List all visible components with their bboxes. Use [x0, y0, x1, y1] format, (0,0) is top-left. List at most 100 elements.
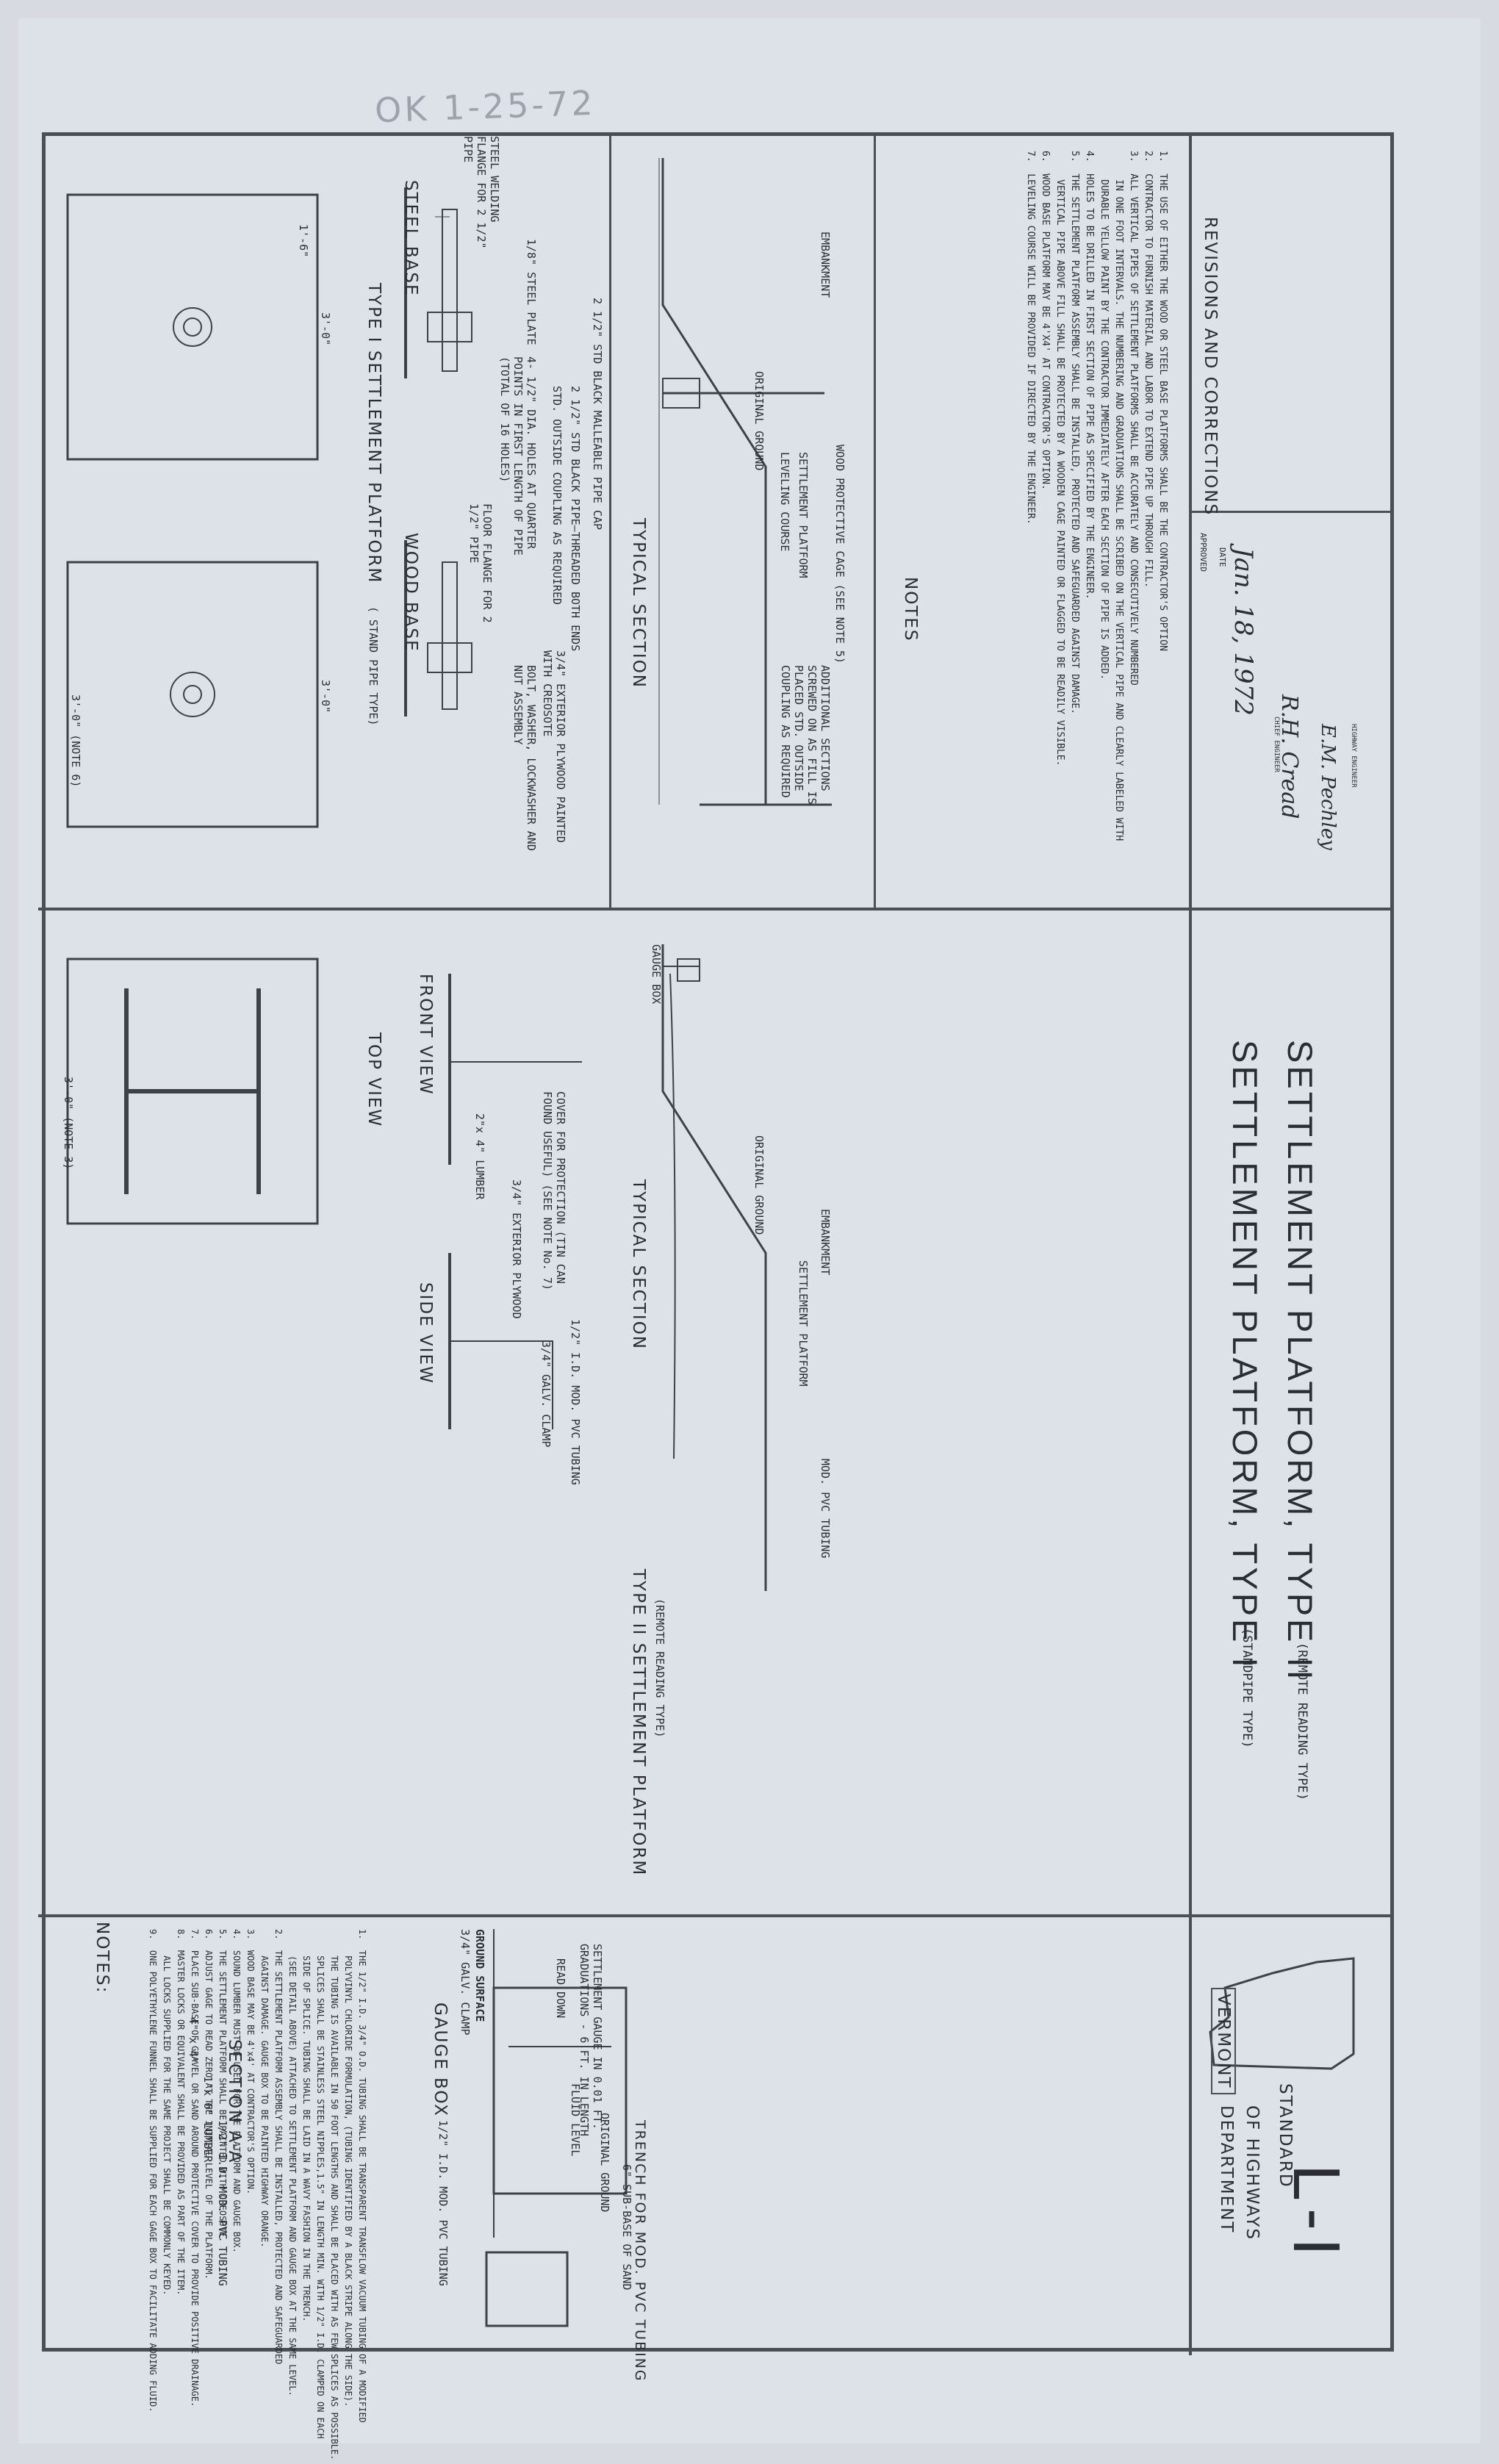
sheet-id: L-I: [1279, 2164, 1353, 2264]
t1-cap: 2 1/2" STD BLACK MALLEABLE PIPE CAP: [591, 298, 604, 531]
divider-approval: [1192, 511, 1390, 513]
role-chief: CHIEF ENGINEER: [1273, 716, 1280, 772]
plan-dim: 1'-6": [297, 224, 310, 258]
t2-lumber: 2"x 4" LUMBER: [473, 1113, 486, 1200]
type2-front-view-drawing: [448, 974, 582, 1429]
trench-sand: 6" SUB-BASE OF SAND: [620, 2164, 633, 2291]
trench-title: TRENCH FOR MOD. PVC TUBING: [632, 2120, 648, 2382]
saa-lumber: 4" x 4": [187, 2017, 200, 2064]
signature-2: E.M. Pechley: [1317, 724, 1339, 850]
vermont-map-icon: [1209, 1957, 1355, 2070]
notes1-title: NOTES: [901, 577, 920, 642]
side-view-label: SIDE VIEW: [416, 1282, 435, 1384]
ts1-cage: WOOD PROTECTIVE CAGE (SEE NOTE 5): [833, 445, 846, 664]
ts2-tubing: MOD. PVC TUBING: [819, 1459, 832, 1559]
note2-item: 7. PLACE SUB-BASE OF GRAVEL OR SAND AROU…: [190, 1929, 200, 2407]
ts1-platform: SETTLEMENT PLATFORM: [797, 452, 810, 578]
gauge-box-drawing: [485, 1929, 628, 2327]
ts1-ground: ORIGINAL GROUND: [752, 371, 766, 471]
note1-item: VERTICAL PIPE ABOVE FILL SHALL BE PROTEC…: [1054, 151, 1065, 766]
agency-state: VERMONT: [1211, 1988, 1236, 2095]
plan-dim: 3'-0": [319, 680, 332, 714]
gb-tubing: 1/2" I.D. MOD. PVC TUBING: [436, 2120, 450, 2286]
pencil-annotation: OK 1-25-72: [374, 82, 597, 131]
divider-title-row: [1189, 136, 1192, 2355]
type2-top-view-drawing: [66, 958, 319, 1225]
note2-item: POLYVINYL CHLORIDE FORMULATION, (TUBING …: [343, 1929, 353, 2407]
gb-clamp: 3/4" GALV. CLAMP: [459, 1929, 472, 2036]
title-line-2: SETTLEMENT PLATFORM, TYPE II: [1281, 1040, 1320, 1683]
front-view-label: FRONT VIEW: [416, 974, 435, 1096]
note2-item: AGAINST DAMAGE. GAUGE BOX TO BE PAINTED …: [259, 1929, 270, 2248]
gb-read-down: READ DOWN: [554, 1958, 567, 2019]
t2-tubing: 1/2" I.D. MOD. PVC TUBING: [569, 1319, 582, 1485]
saa-lumber2: 1"x 6" LUMBER: [201, 2076, 215, 2163]
drawing-frame: REVISIONS AND CORRECTIONS APPROVED DATE …: [38, 132, 1394, 2460]
type1-subtitle: ( STAND PIPE TYPE): [367, 606, 380, 726]
type2-subtitle: (REMOTE READING TYPE): [653, 1598, 666, 1738]
note1-item: 2. CONTRACTOR TO FURNISH MATERIAL AND LA…: [1143, 151, 1154, 588]
t1-flange-wood: FLOOR FLANGE FOR 2 1/2" PIPE: [467, 503, 494, 623]
type2-title: TYPE II SETTLEMENT PLATFORM: [629, 1569, 648, 1877]
ts2-ground: ORIGINAL GROUND: [752, 1135, 766, 1235]
date-label: DATE: [1218, 547, 1227, 567]
t2-clamp: 3/4" GALV. CLAMP: [539, 1341, 553, 1448]
signature-1: R.H. Cread: [1276, 694, 1302, 819]
note2-item: 4. SOUND LUMBER MUST BE USED FOR THE PLA…: [231, 1929, 242, 2253]
t2-cover: COVER FOR PROTECTION (TIN CAN FOUND USEF…: [541, 1091, 567, 1290]
t1-bolt: BOLT, WASHER, LOCKWASHER AND NUT ASSEMBL…: [511, 665, 538, 851]
notes1-list: 1. THE USE OF EITHER THE WOOD OR STEEL B…: [1023, 151, 1170, 841]
t2-plywood: 3/4" EXTERIOR PLYWOOD: [510, 1179, 523, 1319]
ts1-leveling: LEVELING COURSE: [778, 452, 791, 552]
note2-item: ALL LOCKS SUPPLIED FOR THE SAME PROJECT …: [162, 1929, 172, 2296]
t1-plate: 1/8" STEEL PLATE: [525, 239, 538, 345]
plan-dim: 3'-0" (NOTE 6): [69, 694, 82, 788]
t1-pipe: 2 1/2" STD BLACK PIPE—THREADED BOTH ENDS: [569, 386, 582, 652]
approved-label: APPROVED: [1198, 533, 1208, 572]
note1-item: 6. WOOD BASE PLATFORM MAY BE 4'X4' AT CO…: [1040, 151, 1051, 490]
notes2-list: 1. THE 1/2" I.D. 3/4" O.D. TUBING SHALL …: [145, 1929, 369, 2460]
t2-dim: 3'-0" (NOTE 3): [62, 1077, 75, 1170]
type1-plan-drawing: [66, 193, 319, 828]
gb-fluid: FLUID LEVEL: [569, 2083, 582, 2157]
t1-plywood: 3/4" EXTERIOR PLYWOOD PAINTED WITH CREOS…: [541, 650, 567, 843]
gauge-box-title: GAUGE BOX: [431, 2003, 450, 2117]
ts2-embankment: EMBANKMENT: [819, 1209, 832, 1276]
typical-section-1-drawing: [658, 158, 832, 806]
agency-of: OF HIGHWAYS: [1243, 2105, 1262, 2241]
title-line-2-sub: (REMOTE READING TYPE): [1295, 1642, 1309, 1800]
steel-base-label: STEEL BASE: [401, 180, 420, 297]
divider-type1-type2: [38, 908, 1390, 910]
title-line-1: SETTLEMENT PLATFORM, TYPE I: [1226, 1040, 1265, 1670]
note1-item: 1. THE USE OF EITHER THE WOOD OR STEEL B…: [1157, 151, 1168, 651]
drawing-sheet: [18, 18, 1481, 2443]
note2-item: 9. ONE POLYETHYLENE FUNNEL SHALL BE SUPP…: [148, 1929, 158, 2413]
ts2-gauge-box: GAUGE BOX: [650, 944, 663, 1005]
note1-item: IN ONE FOOT INTERVALS. THE NUMBERING AND…: [1113, 151, 1124, 841]
notes2-title: NOTES:: [93, 1922, 112, 1994]
ts2-platform: SETTLEMENT PLATFORM: [797, 1260, 810, 1387]
ts1-embankment: EMBANKMENT: [819, 231, 832, 298]
note2-item: (SEE DETAIL ABOVE) ATTACHED TO SETTLEMEN…: [287, 1929, 298, 2396]
type1-title: TYPE I SETTLEMENT PLATFORM: [364, 283, 384, 584]
note1-item: 5. THE SETTLEMENT PLATFORM ASSEMBLY SHAL…: [1069, 151, 1080, 715]
note2-item: SPLICES SHALL BE STAINLESS STEEL NIPPLES…: [315, 1929, 326, 2439]
note1-item: 7. LEVELING COURSE WILL BE PROVIDED IF D…: [1025, 151, 1036, 525]
t1-coupling: STD. OUTSIDE COUPLING AS REQUIRED: [550, 386, 564, 606]
divider-section-details: [609, 136, 611, 908]
typical-section-1-title: TYPICAL SECTION: [629, 518, 648, 689]
note2-item: 3. WOOD BASE MAY BE 4'x4' AT CONTRACTOR'…: [245, 1929, 256, 2195]
title-line-1-sub: (STANDPIPE TYPE): [1240, 1628, 1254, 1748]
note2-item: THE TUBING IS AVAILABLE IN 50 FOOT LENGT…: [329, 1929, 339, 2460]
revisions-label: REVISIONS AND CORRECTIONS: [1201, 217, 1220, 517]
note2-item: 6. ADJUST GAGE TO READ ZERO AT THE INITI…: [204, 1929, 214, 2280]
wood-base-label: WOOD BASE: [401, 533, 420, 653]
ts1-additional: ADDITIONAL SECTIONS SCREWED ON AS FILL I…: [779, 665, 832, 805]
typical-section-2-title: TYPICAL SECTION: [629, 1179, 648, 1351]
saa-tubing: 1/2" I.D. MOD. PVC TUBING: [216, 2120, 229, 2286]
typical-section-2-drawing: [661, 944, 767, 1591]
note1-item: 4. HOLES TO BE DRILLED IN FIRST SECTION …: [1084, 151, 1095, 600]
divider-agency: [1192, 1914, 1390, 1917]
approval-date: Jan. 18, 1972: [1229, 547, 1258, 716]
trench-ground: ORIGINAL GROUND: [598, 2113, 611, 2213]
